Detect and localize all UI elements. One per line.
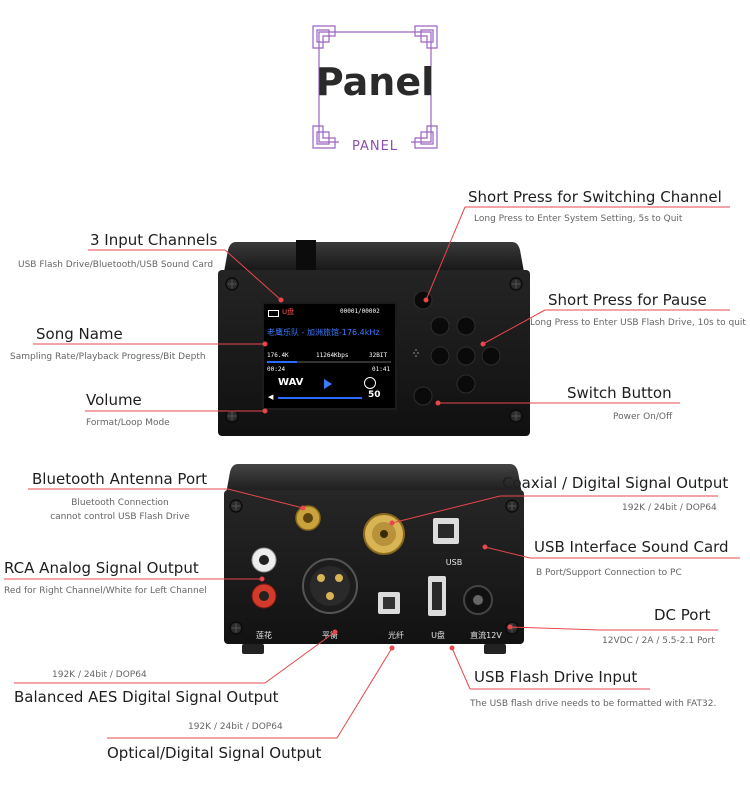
callout-coaxial-title: Coaxial / Digital Signal Output <box>502 474 729 492</box>
port-label-optical: 光纤 <box>388 631 404 640</box>
callout-bt-antenna-sub1: Bluetooth Connection <box>71 498 169 508</box>
format-label: WAV <box>278 377 304 388</box>
port-label-usb: USB <box>445 558 463 567</box>
callout-aes-title: Balanced AES Digital Signal Output <box>14 688 279 706</box>
callout-volume-sub: Format/Loop Mode <box>86 418 170 428</box>
track-number: 00001/00002 <box>340 308 380 315</box>
callout-dc-port-sub: 12VDC / 2A / 5.5-2.1 Port <box>602 636 715 646</box>
total-time: 01:41 <box>372 366 391 373</box>
elapsed-time: 00:24 <box>267 366 286 373</box>
sample-rate: 176.4K <box>267 352 289 359</box>
callout-song-name-sub: Sampling Rate/Playback Progress/Bit Dept… <box>10 352 206 362</box>
battery-icon <box>268 310 279 317</box>
volume-value: 50 <box>368 390 381 400</box>
callout-aes-sub: 192K / 24bit / DOP64 <box>52 670 147 680</box>
source-indicator: U盘 <box>282 308 295 316</box>
song-title: 老鹰乐队 - 加洲旅馆-176.4kHz <box>267 328 380 337</box>
callout-song-name-title: Song Name <box>36 325 123 343</box>
callout-usb-sound-title: USB Interface Sound Card <box>534 538 729 556</box>
callout-coaxial-sub: 192K / 24bit / DOP64 <box>622 503 717 513</box>
callout-rca-out-sub: Red for Right Channel/White for Left Cha… <box>4 586 207 596</box>
callout-switch-button-sub: Power On/Off <box>613 412 673 422</box>
page-subtitle: PANEL <box>351 139 399 154</box>
port-label-rca: 莲花 <box>256 631 272 640</box>
progress-bar <box>267 361 391 363</box>
callout-optical-title: Optical/Digital Signal Output <box>107 744 322 762</box>
rear-device <box>224 462 524 658</box>
callout-usb-flash-sub: The USB flash drive needs to be formatte… <box>470 699 717 709</box>
volume-bar <box>278 397 362 399</box>
callout-bt-antenna-title: Bluetooth Antenna Port <box>32 470 208 488</box>
callout-input-channels-title: 3 Input Channels <box>90 231 218 249</box>
callout-optical-sub: 192K / 24bit / DOP64 <box>188 722 283 732</box>
panel-frame <box>309 22 441 152</box>
progress-fill <box>267 361 297 363</box>
callout-rca-out-title: RCA Analog Signal Output <box>4 559 199 577</box>
bit-depth: 32BIT <box>369 352 388 359</box>
callout-bt-antenna-sub2: cannot control USB Flash Drive <box>50 512 190 522</box>
callout-pause-sub: Long Press to Enter USB Flash Drive, 10s… <box>530 318 746 328</box>
callout-pause-title: Short Press for Pause <box>548 291 707 309</box>
callout-switch-channel-title: Short Press for Switching Channel <box>468 188 722 206</box>
callout-usb-sound-sub: B Port/Support Connection to PC <box>536 568 682 578</box>
callout-switch-channel-sub: Long Press to Enter System Setting, 5s t… <box>474 214 683 224</box>
callout-volume-title: Volume <box>86 391 142 409</box>
callout-dc-port-title: DC Port <box>654 606 711 624</box>
speaker-icon: ◀ <box>268 393 274 401</box>
lcd-screen: U盘 00001/00002 老鹰乐队 - 加洲旅馆-176.4kHz 176.… <box>262 302 397 410</box>
callout-usb-flash-title: USB Flash Drive Input <box>474 668 638 686</box>
loop-icon <box>364 377 376 389</box>
bitrate: 11264Kbps <box>316 352 349 359</box>
callout-switch-button-title: Switch Button <box>567 384 672 402</box>
callout-input-channels-sub: USB Flash Drive/Bluetooth/USB Sound Card <box>18 260 214 270</box>
page-title: Panel <box>315 60 435 104</box>
port-label-dc: 直流12V <box>470 631 502 640</box>
play-icon <box>324 379 332 389</box>
port-label-usb-flash: U盘 <box>431 631 445 640</box>
